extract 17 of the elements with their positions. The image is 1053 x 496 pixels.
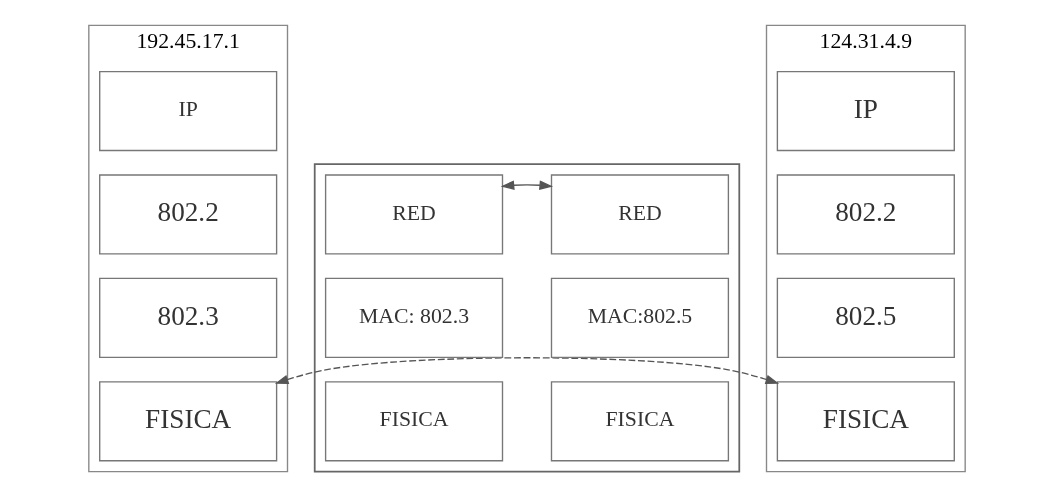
- node-box: MAC: 802.3: [324, 277, 503, 358]
- arrow: [274, 356, 779, 384]
- node-box: IP: [776, 70, 955, 151]
- node-box: 802.2: [776, 173, 955, 255]
- node-box: RED: [324, 173, 503, 255]
- node-box: FISICA: [98, 380, 277, 461]
- node-box: IP: [98, 70, 277, 151]
- node-box: RED: [550, 173, 729, 255]
- node-box: 802.2: [98, 173, 277, 255]
- node-box: 802.5: [776, 277, 955, 358]
- node-box: FISICA: [324, 380, 503, 461]
- node-box: FISICA: [776, 380, 955, 461]
- node-box: 802.3: [98, 277, 277, 358]
- cluster: [313, 162, 740, 473]
- node-box: FISICA: [550, 380, 729, 461]
- arrow: [500, 179, 553, 190]
- node-box: MAC:802.5: [550, 277, 729, 358]
